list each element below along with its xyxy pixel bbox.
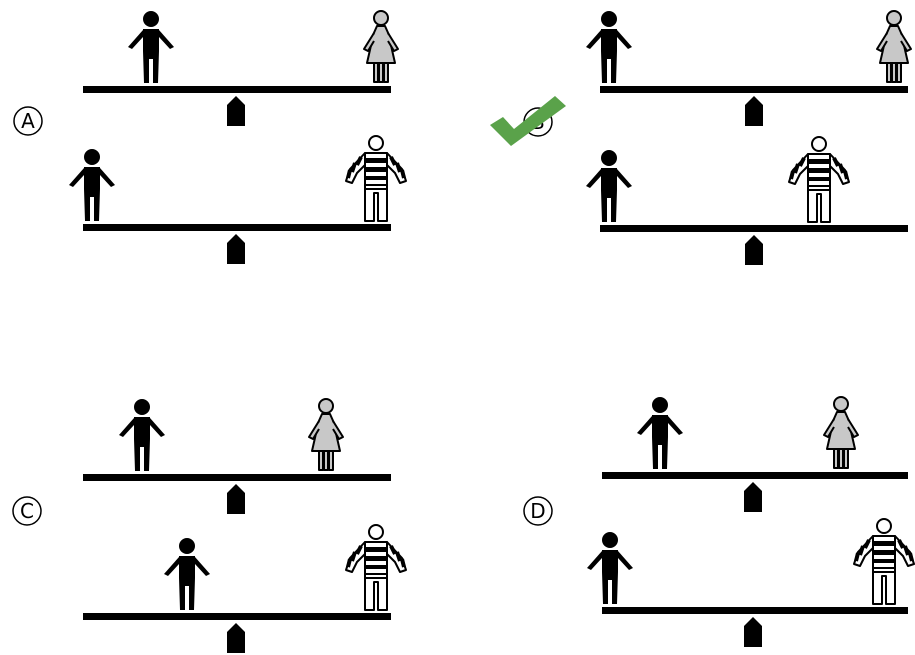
checkmark-icon [490,96,566,146]
fulcrum-icon [745,235,763,265]
option-a[interactable]: A [14,11,406,264]
man-figure-icon [164,538,210,610]
seesaw-top-a [83,11,398,126]
fulcrum-icon [227,96,245,126]
svg-text:D: D [530,499,545,523]
man-figure-icon [69,149,115,221]
fulcrum-icon [227,484,245,514]
seesaw-bottom-c [83,525,406,653]
girl-figure-icon [364,11,398,82]
seesaw-beam [600,225,908,232]
option-b[interactable]: B [490,11,911,265]
seesaw-top-d [602,397,908,512]
striped-man-figure-icon [346,525,406,610]
fulcrum-icon [744,617,762,647]
girl-figure-icon [877,11,911,82]
option-c-label: C [13,497,41,525]
seesaw-beam [602,607,908,614]
man-figure-icon [586,11,632,83]
seesaw-beam [83,86,391,93]
striped-man-figure-icon [789,137,849,222]
seesaw-bottom-d [587,519,914,647]
man-figure-icon [128,11,174,83]
fulcrum-icon [227,623,245,653]
option-d-label: D [524,497,552,525]
girl-figure-icon [824,397,858,468]
man-figure-icon [637,397,683,469]
seesaw-beam [83,224,391,231]
man-figure-icon [119,399,165,471]
striped-man-figure-icon [854,519,914,604]
man-figure-icon [586,150,632,222]
option-a-label: A [14,107,42,135]
man-figure-icon [587,532,633,604]
option-c[interactable]: C [13,399,406,653]
option-d[interactable]: D [524,397,914,647]
fulcrum-icon [227,234,245,264]
striped-man-figure-icon [346,136,406,221]
seesaw-top-c [83,399,391,514]
svg-text:C: C [20,499,34,523]
seesaw-beam [83,613,391,620]
fulcrum-icon [745,96,763,126]
svg-text:A: A [21,109,35,133]
seesaw-top-b [586,11,911,126]
seesaw-bottom-a [69,136,406,264]
seesaw-beam [83,474,391,481]
fulcrum-icon [744,482,762,512]
seesaw-beam [602,472,908,479]
seesaw-bottom-b [586,137,908,265]
seesaw-beam [600,86,908,93]
girl-figure-icon [309,399,343,470]
